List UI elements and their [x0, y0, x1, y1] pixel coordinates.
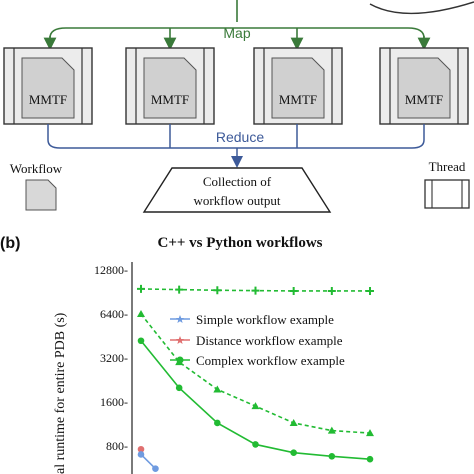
y-tick-label: 1600- — [100, 395, 128, 409]
series-line — [140, 313, 371, 434]
data-point — [137, 284, 145, 293]
document-icon — [143, 57, 197, 119]
legend-complex-label: Complex workflow example — [196, 353, 345, 368]
document-icon — [271, 57, 325, 119]
collection-box — [142, 167, 332, 213]
y-tick-label: 12800- — [94, 263, 128, 277]
collection-line2: workflow output — [193, 193, 280, 208]
legend-thread-label: Thread — [429, 159, 466, 174]
thread-box: MMTF — [253, 47, 343, 125]
data-point — [214, 419, 221, 427]
data-point — [289, 418, 298, 426]
chart-title: C++ vs Python workflows — [157, 235, 322, 251]
chart-legend: Simple workflow example Distance workflo… — [170, 312, 345, 368]
data-point — [152, 465, 159, 472]
map-arrows — [43, 0, 431, 51]
legend-simple-label: Simple workflow example — [196, 312, 334, 327]
data-point — [366, 455, 374, 463]
thread-legend-icon — [424, 179, 470, 209]
panel-a: Map MMTF MMTF MMTF MMTF — [3, 0, 474, 213]
top-right-curve — [369, 1, 474, 15]
panel-b: (b) C++ vs Python workflows al runtime f… — [0, 235, 374, 474]
workflow-doc-icon — [25, 179, 57, 211]
thread-box: MMTF — [379, 47, 469, 125]
series-layer — [137, 284, 374, 472]
data-point — [366, 429, 374, 437]
thread-box-label: MMTF — [151, 92, 189, 107]
document-icon — [397, 57, 451, 119]
data-point — [251, 402, 260, 410]
legend-distance: Distance workflow example — [170, 333, 343, 348]
data-point — [213, 286, 222, 295]
collection-line1: Collection of — [203, 174, 272, 189]
data-point — [328, 453, 336, 460]
document-icon — [21, 57, 75, 119]
data-point — [289, 286, 298, 295]
data-point — [137, 337, 145, 345]
thread-box-label: MMTF — [279, 92, 317, 107]
y-tick-label: 6400- — [100, 307, 128, 321]
panel-letter: (b) — [0, 235, 20, 252]
data-point — [175, 384, 183, 392]
data-point — [213, 385, 222, 393]
data-point — [366, 286, 374, 295]
legend-workflow-label: Workflow — [10, 161, 63, 176]
y-ticks: 12800- 6400- 3200- 1600- 800- — [94, 263, 128, 453]
data-point — [290, 449, 297, 456]
data-point — [175, 285, 184, 294]
data-point — [137, 445, 145, 453]
reduce-arrows — [47, 124, 425, 168]
map-label: Map — [223, 25, 250, 41]
legend-complex: Complex workflow example — [170, 353, 345, 368]
thread-box-label: MMTF — [29, 92, 67, 107]
data-point — [137, 310, 145, 317]
reduce-label: Reduce — [216, 129, 264, 145]
thread-box: MMTF — [125, 47, 215, 125]
data-point — [251, 286, 260, 295]
legend-simple: Simple workflow example — [170, 312, 334, 327]
y-tick-label: 3200- — [100, 351, 128, 365]
data-point — [327, 426, 336, 434]
data-point — [252, 441, 259, 448]
legend-distance-label: Distance workflow example — [196, 333, 343, 348]
thread-box: MMTF — [3, 47, 93, 125]
data-point — [137, 451, 145, 458]
thread-box-label: MMTF — [405, 92, 443, 107]
y-axis-label: al runtime for entire PDB (s) — [53, 312, 68, 474]
series-line — [140, 453, 157, 470]
data-point — [327, 286, 336, 295]
y-tick-label: 800- — [106, 439, 128, 453]
